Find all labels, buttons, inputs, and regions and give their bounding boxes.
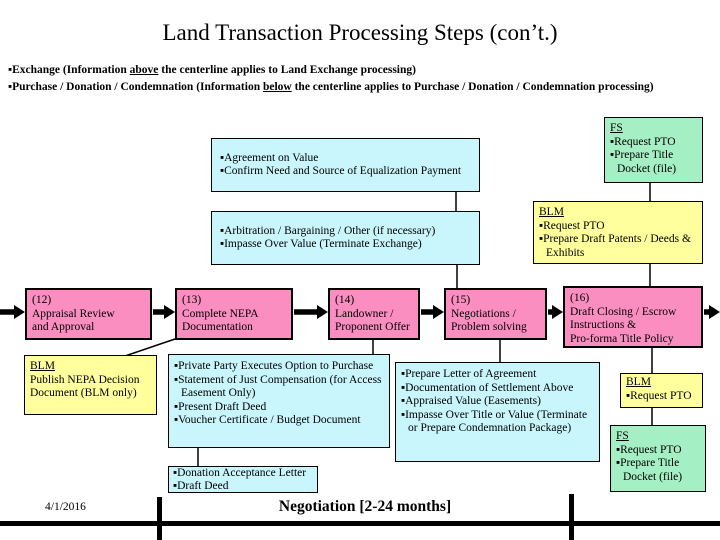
private-party-bullet: ▪Voucher Certificate / Budget Document (174, 414, 361, 426)
step-number: (15) (451, 294, 471, 306)
private-party-box: ▪Private Party Executes Option to Purcha… (168, 354, 390, 448)
legend: ▪Exchange (Information above the centerl… (8, 62, 714, 96)
step-13-box: (13) Complete NEPA Documentation (175, 288, 293, 340)
donation-bullet: ▪Donation Acceptance Letter (173, 467, 307, 479)
step-number: (16) (570, 292, 590, 304)
fs-upper-header: FS (610, 122, 623, 134)
legend-text: ▪Exchange (Information (8, 64, 130, 76)
blm-request-bullet: ▪Request PTO (626, 389, 692, 402)
fs-upper-bullet: ▪Request PTO (610, 135, 676, 148)
blm-publish-header: BLM (30, 360, 55, 372)
blm-upper-box: BLM ▪Request PTO ▪Prepare Draft Patents … (533, 201, 703, 264)
fs-lower-box: FS ▪Request PTO ▪Prepare Title Docket (f… (610, 425, 706, 492)
fs-upper-box: FS ▪Request PTO ▪Prepare Title Docket (f… (604, 117, 703, 183)
step-text: Complete NEPA (182, 307, 259, 320)
step-text: Appraisal Review (32, 307, 115, 320)
private-party-bullet: ▪Private Party Executes Option to Purcha… (174, 360, 374, 372)
private-party-bullet: ▪Present Draft Deed (174, 400, 267, 413)
fs-lower-bullet: ▪Prepare Title Docket (file) (616, 457, 683, 483)
page-title: Land Transaction Processing Steps (con’t… (162, 20, 558, 45)
step-14-box: (14) Landowner / Proponent Offer (328, 288, 420, 340)
timeline-bar (0, 521, 720, 526)
phase-label: Negotiation [2-24 months] (278, 498, 452, 515)
legend-underlined-word: below (262, 81, 292, 93)
step-15-box: (15) Negotiations / Problem solving (444, 288, 547, 340)
step-number: (13) (182, 294, 202, 306)
step-number: (14) (335, 294, 355, 306)
prepare-letter-bullet: ▪Appraised Value (Easements) (401, 395, 541, 407)
legend-text: the centerline applies to Purchase / Don… (291, 81, 654, 93)
blm-upper-bullet: ▪Prepare Draft Patents / Deeds & Exhibit… (539, 233, 691, 259)
arbitration-bullet: ▪Arbitration / Bargaining / Other (if ne… (220, 224, 436, 237)
blm-publish-text: Publish NEPA Decision (30, 373, 140, 386)
legend-text: ▪Purchase / Donation / Condemnation (Inf… (8, 81, 263, 93)
blm-request-box: BLM ▪Request PTO (620, 373, 703, 408)
step-text: and Approval (32, 321, 95, 333)
step-text: Pro-forma Title Policy (570, 332, 674, 345)
slide-date: 4/1/2016 (45, 501, 86, 513)
step-16-box: (16) Draft Closing / Escrow Instructions… (563, 286, 703, 348)
prepare-letter-bullet: ▪Documentation of Settlement Above (401, 381, 574, 394)
blm-publish-box: BLM Publish NEPA Decision Document (BLM … (24, 355, 157, 415)
agreement-bullet: ▪Agreement on Value (220, 151, 319, 164)
step-text: Negotiations / (451, 307, 516, 320)
prepare-letter-box: ▪Prepare Letter of Agreement ▪Documentat… (395, 362, 600, 462)
donation-bullet: ▪Draft Deed (173, 480, 229, 492)
step-arrows (0, 305, 720, 319)
arbitration-bullet: ▪Impasse Over Value (Terminate Exchange) (220, 238, 422, 250)
timeline-tick-right (569, 494, 574, 540)
legend-text: the centerline applies to Land Exchange … (158, 64, 416, 76)
arbitration-box: ▪Arbitration / Bargaining / Other (if ne… (211, 211, 480, 265)
prepare-letter-bullet: ▪Impasse Over Title or Value (Terminate … (401, 408, 588, 435)
fs-upper-bullet: ▪Prepare Title Docket (file) (610, 149, 677, 175)
blm-publish-text: Document (BLM only) (30, 387, 137, 399)
prepare-letter-bullet: ▪Prepare Letter of Agreement (401, 368, 537, 380)
step-text: Proponent Offer (335, 321, 410, 333)
step-text: Landowner / (335, 307, 394, 320)
blm-request-header: BLM (626, 376, 651, 388)
step-text: Problem solving (451, 321, 527, 333)
step-12-box: (12) Appraisal Review and Approval (25, 288, 152, 340)
fs-lower-header: FS (616, 430, 629, 442)
private-party-bullet: ▪Statement of Just Compensation (for Acc… (174, 373, 382, 400)
agreement-box: ▪Agreement on Value ▪Confirm Need and So… (211, 138, 480, 192)
step-number: (12) (32, 294, 52, 306)
legend-underlined-word: above (129, 64, 159, 76)
step-text: Draft Closing / Escrow (570, 305, 677, 318)
fs-lower-bullet: ▪Request PTO (616, 443, 682, 456)
donation-box: ▪Donation Acceptance Letter ▪Draft Deed (168, 466, 318, 493)
legend-line-purchase: ▪Purchase / Donation / Condemnation (Inf… (8, 79, 714, 96)
thin-connectors (124, 182, 653, 467)
timeline-tick-left (157, 497, 162, 540)
step-text: Documentation (182, 321, 253, 333)
step-text: Instructions & (570, 319, 637, 331)
blm-upper-bullet: ▪Request PTO (539, 219, 605, 232)
agreement-bullet: ▪Confirm Need and Source of Equalization… (220, 165, 462, 177)
blm-upper-header: BLM (539, 206, 564, 218)
legend-line-exchange: ▪Exchange (Information above the centerl… (8, 62, 714, 79)
